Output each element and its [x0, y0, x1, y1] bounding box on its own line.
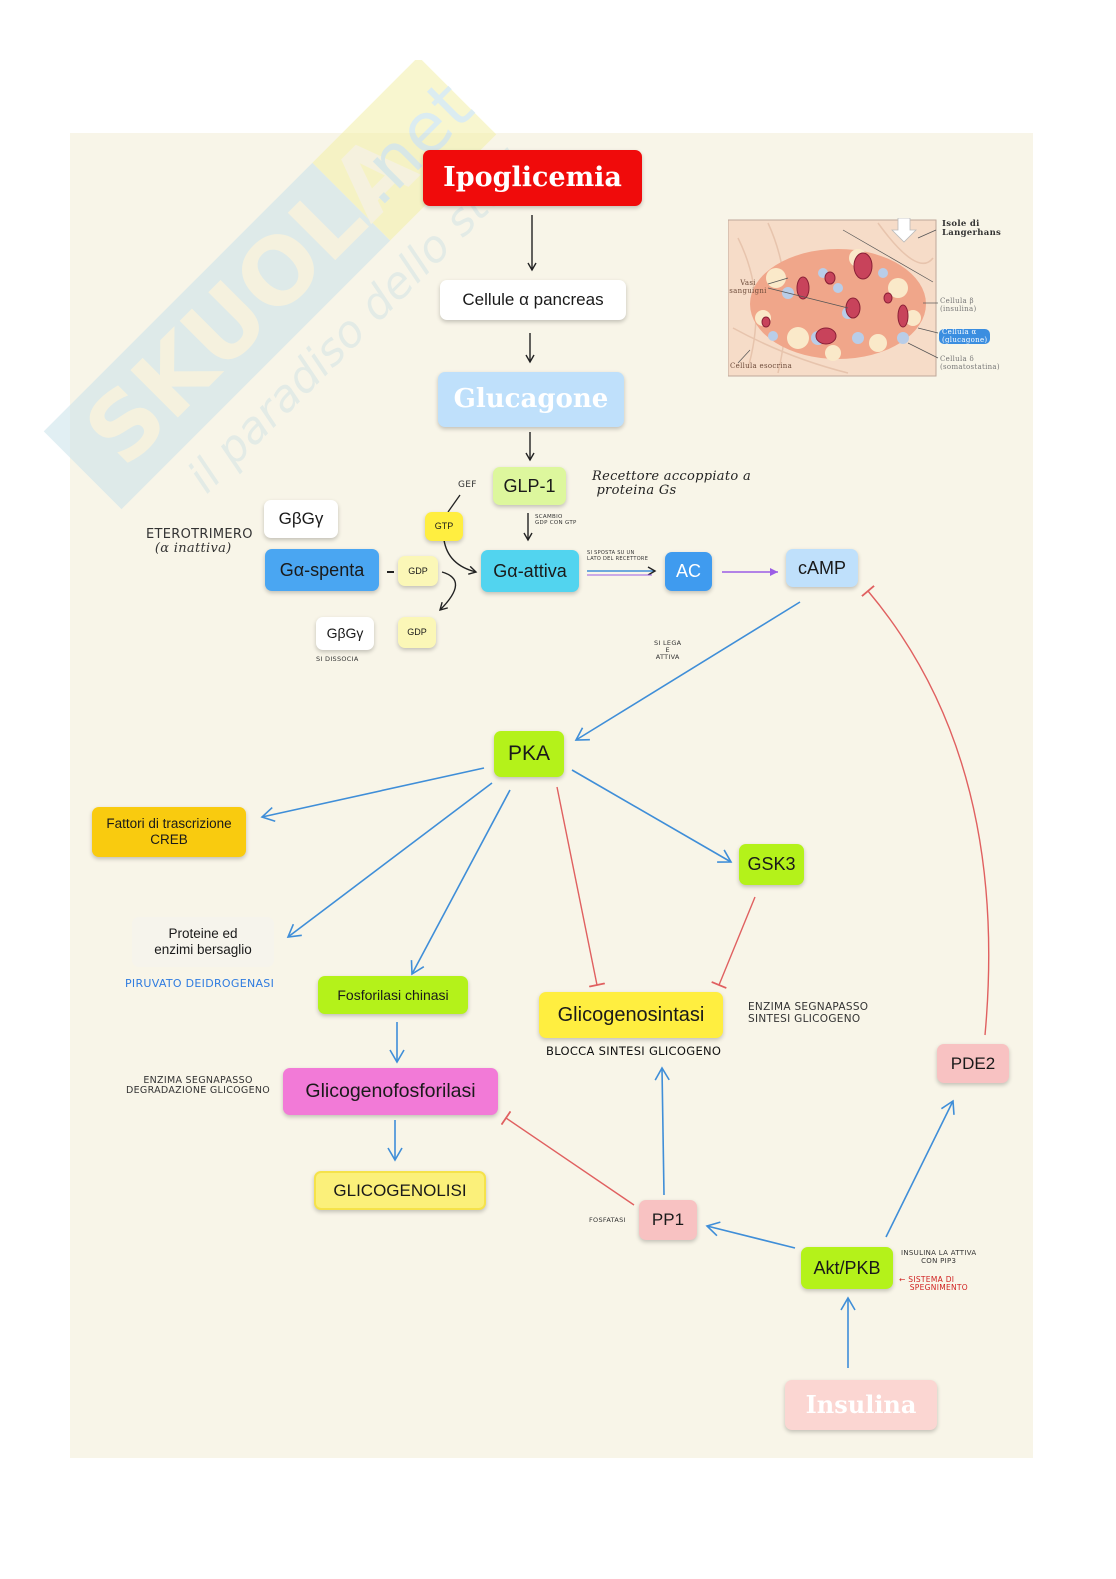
note-segnapasso-degradazione: enzima segnapassodegradazione glicogeno	[126, 1075, 271, 1097]
node-pka[interactable]: PKA	[494, 731, 564, 777]
node-gbg-top[interactable]: GβGγ	[264, 500, 338, 538]
node-ac[interactable]: AC	[665, 552, 712, 591]
node-gtp[interactable]: GTP	[425, 512, 463, 541]
islet-alpha-label: Cellula α(glucagone)	[939, 328, 991, 345]
note-piruvato-deidrogenasi: piruvato deidrogenasi	[125, 977, 275, 990]
note-fosfatasi: fosfatasi	[589, 1216, 626, 1224]
note-sistema-spegnimento: ← sistema di spegnimento	[899, 1275, 969, 1293]
node-glp1[interactable]: GLP-1	[493, 467, 566, 505]
node-cellule-alpha-pancreas[interactable]: Cellule α pancreas	[440, 280, 626, 320]
node-creb[interactable]: Fattori di trascrizione CREB	[92, 807, 246, 857]
node-ga-spenta[interactable]: Gα-spenta	[265, 549, 379, 591]
note-insulina-attiva: insulina la attivacon PIP3	[901, 1249, 977, 1265]
note-gef: GEF	[458, 480, 477, 490]
node-glicogenolisi[interactable]: GLICOGENOLISI	[314, 1171, 486, 1210]
note-si-lega-attiva: si legaeattiva	[654, 639, 682, 662]
node-gdp-1[interactable]: GDP	[398, 556, 438, 586]
islet-esocrina-label: Cellula esocrina	[730, 362, 793, 370]
note-si-sposta: si sposta su unlato del recettore	[587, 550, 649, 562]
islet-illustration	[727, 217, 939, 377]
node-proteine-enzimi[interactable]: Proteine ed enzimi bersaglio	[132, 917, 274, 967]
note-scambio: scambioGDP con GTP	[535, 514, 577, 527]
node-ipoglicemia[interactable]: Ipoglicemia	[423, 150, 642, 206]
node-fosforilasi-chinasi[interactable]: Fosforilasi chinasi	[318, 976, 468, 1014]
islet-delta-label: Cellula δ(somatostatina)	[940, 355, 1000, 371]
note-eterotrimero: eterotrimero (α inattiva)	[146, 527, 253, 557]
node-gdp-2[interactable]: GDP	[398, 617, 436, 648]
note-blocca-sintesi: blocca sintesi glicogeno	[546, 1044, 722, 1058]
node-ga-attiva[interactable]: Gα-attiva	[481, 550, 579, 592]
node-glicogenofosforilasi[interactable]: Glicogenofosforilasi	[283, 1068, 498, 1115]
node-pp1[interactable]: PP1	[639, 1200, 697, 1240]
node-camp[interactable]: cAMP	[786, 549, 858, 587]
note-recettore: Recettore accoppiato a proteina Gs	[592, 469, 751, 499]
node-gsk3[interactable]: GSK3	[739, 844, 804, 885]
note-segnapasso-sintesi: enzima segnapassosintesi glicogeno	[748, 1001, 869, 1025]
node-akt-pkb[interactable]: Akt/PKB	[801, 1247, 893, 1289]
node-gbg-bottom[interactable]: GβGγ	[316, 617, 374, 650]
note-si-dissocia: si dissocia	[316, 655, 359, 663]
node-glucagone[interactable]: Glucagone	[438, 372, 624, 427]
node-pde2[interactable]: PDE2	[937, 1044, 1009, 1083]
islet-beta-label: Cellula β(insulina)	[940, 297, 977, 313]
node-glicogenosintasi[interactable]: Glicogenosintasi	[539, 992, 723, 1038]
node-insulina[interactable]: Insulina	[785, 1380, 937, 1430]
